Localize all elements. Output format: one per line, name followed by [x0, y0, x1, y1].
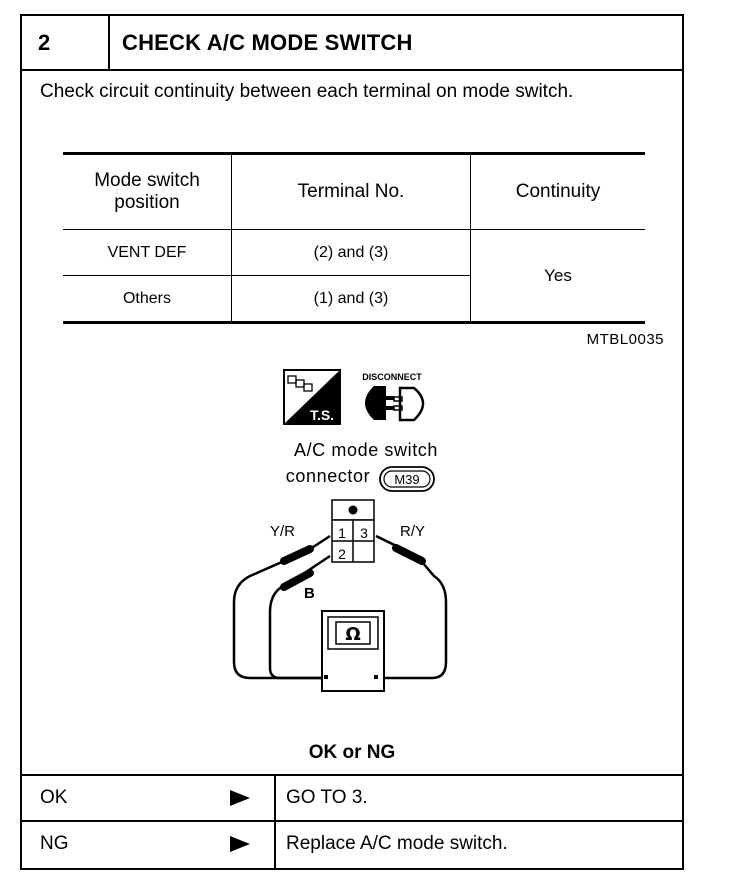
terminal-3-label: 3 — [360, 525, 368, 541]
connector-id-badge: M39 — [379, 466, 435, 492]
disconnect-icon: DISCONNECT — [362, 372, 425, 422]
step-header: 2 CHECK A/C MODE SWITCH — [22, 16, 682, 71]
step-title: CHECK A/C MODE SWITCH — [122, 30, 413, 55]
cell-position: VENT DEF — [63, 229, 232, 276]
step-number: 2 — [22, 16, 110, 69]
arrow-right-icon — [230, 790, 250, 806]
arrow-right-icon — [230, 836, 250, 852]
terminal-2-label: 2 — [338, 546, 346, 562]
connector-id: M39 — [394, 472, 419, 487]
probe-handles — [280, 544, 426, 591]
cell-continuity: Yes — [544, 265, 572, 285]
table-row: Others (1) and (3) — [63, 275, 645, 323]
connector-caption-line1: A/C mode switch — [294, 440, 438, 460]
cell-terminals: (2) and (3) — [231, 229, 471, 276]
table-header-row: Mode switch position Terminal No. Contin… — [63, 153, 645, 230]
column-divider — [274, 822, 276, 868]
ohm-symbol: Ω — [345, 624, 360, 645]
ok-ng-question: OK or NG — [308, 742, 396, 763]
ts-label: T.S. — [310, 407, 334, 423]
col-header-terminal: Terminal No. — [231, 153, 471, 230]
result-action: Replace A/C mode switch. — [286, 833, 508, 854]
result-label: NG — [40, 833, 69, 854]
col-header-position: Mode switch position — [63, 153, 232, 230]
col-header-continuity: Continuity — [470, 153, 645, 230]
wire-label-ry: R/Y — [400, 523, 425, 540]
table-row: VENT DEF (2) and (3) Yes — [63, 229, 645, 285]
result-row-ng: NG Replace A/C mode switch. — [22, 820, 682, 868]
connector-block: 1 3 2 — [331, 499, 375, 563]
result-row-ok: OK GO TO 3. — [22, 774, 682, 820]
cell-terminals: (1) and (3) — [231, 275, 471, 323]
table-reference-code: MTBL0035 — [586, 331, 664, 348]
check-step-panel: 2 CHECK A/C MODE SWITCH Check circuit co… — [20, 14, 684, 870]
disconnect-label: DISCONNECT — [362, 372, 422, 382]
column-divider — [274, 776, 276, 820]
connector-diagram: T.S. DISCONNECT A/C mode switch connecto… — [232, 369, 448, 692]
probe-leads — [232, 534, 448, 680]
step-instruction: Check circuit continuity between each te… — [40, 81, 574, 102]
cell-position: Others — [63, 275, 232, 323]
connector-caption-line2: connector — [286, 466, 370, 486]
terminal-1-label: 1 — [338, 525, 346, 541]
result-label: OK — [40, 787, 68, 808]
wire-label-b: B — [304, 585, 315, 602]
result-action: GO TO 3. — [286, 787, 368, 808]
test-symbol-icon: T.S. — [283, 369, 341, 425]
ohmmeter: Ω — [321, 610, 385, 692]
continuity-table: Mode switch position Terminal No. Contin… — [63, 152, 645, 324]
wire-label-yr: Y/R — [270, 523, 295, 540]
